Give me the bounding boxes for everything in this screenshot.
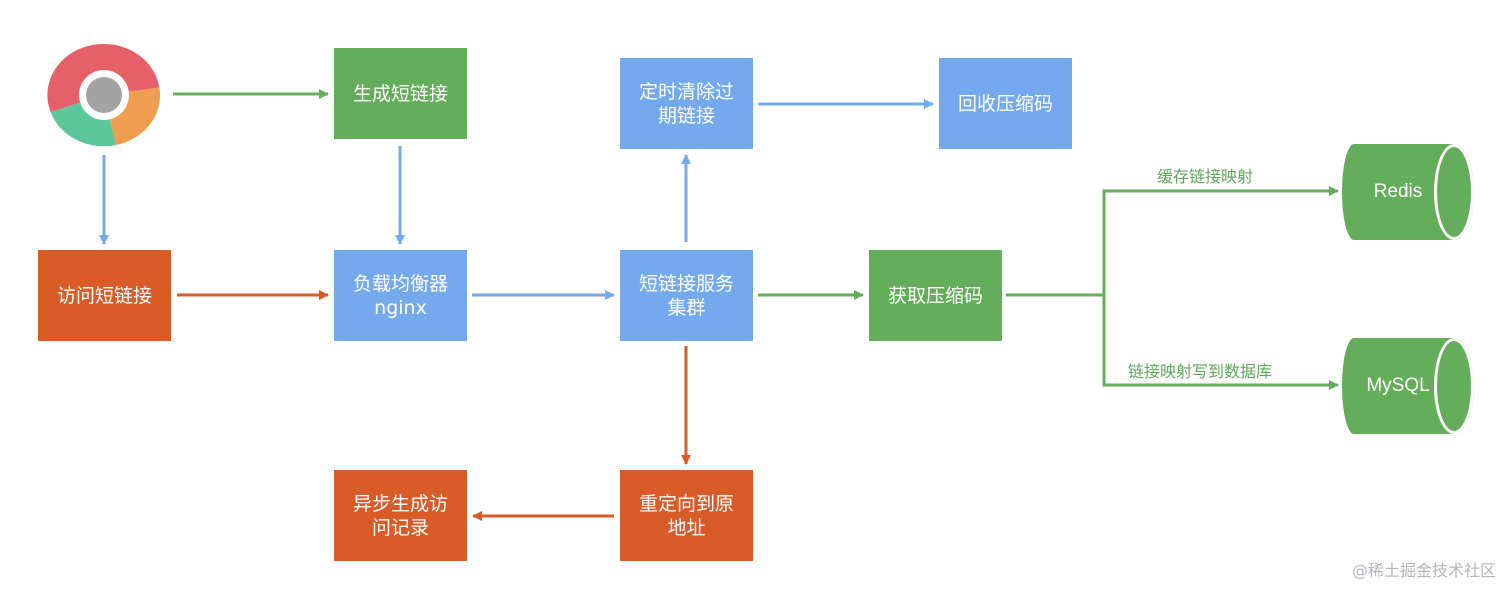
edge-label-write-db: 链接映射写到数据库 [1128,362,1273,381]
edge-label-cache-mapping: 缓存链接映射 [1157,167,1254,186]
recycle-code-node: 回收压缩码 [939,58,1072,149]
database-cylinder-icon [1342,338,1474,434]
short-link-service-cluster-node: 短链接服务 集群 [620,250,753,341]
cleanup-expired-links-node: 定时清除过 期链接 [620,58,753,149]
mysql-label: MySQL [1366,375,1430,396]
load-balancer-node: 负载均衡器 nginx [334,250,467,341]
chrome-browser-icon [47,43,161,147]
redis-label: Redis [1373,181,1423,202]
async-access-log-node: 异步生成访 问记录 [334,470,467,561]
mysql-store: MySQL [1342,338,1477,434]
get-compressed-code-node: 获取压缩码 [869,250,1002,341]
browser-icon [46,42,162,148]
arrow-branch-to-mysql [1102,295,1339,390]
generate-short-link-node: 生成短链接 [334,48,467,139]
arrow-branch-to-redis [1102,186,1339,295]
redis-store: Redis [1342,144,1477,240]
watermark: @稀土掘金技术社区 [1351,561,1496,580]
database-cylinder-icon [1342,144,1474,240]
redirect-to-original-node: 重定向到原 地址 [620,470,753,561]
visit-short-link-node: 访问短链接 [38,250,171,341]
